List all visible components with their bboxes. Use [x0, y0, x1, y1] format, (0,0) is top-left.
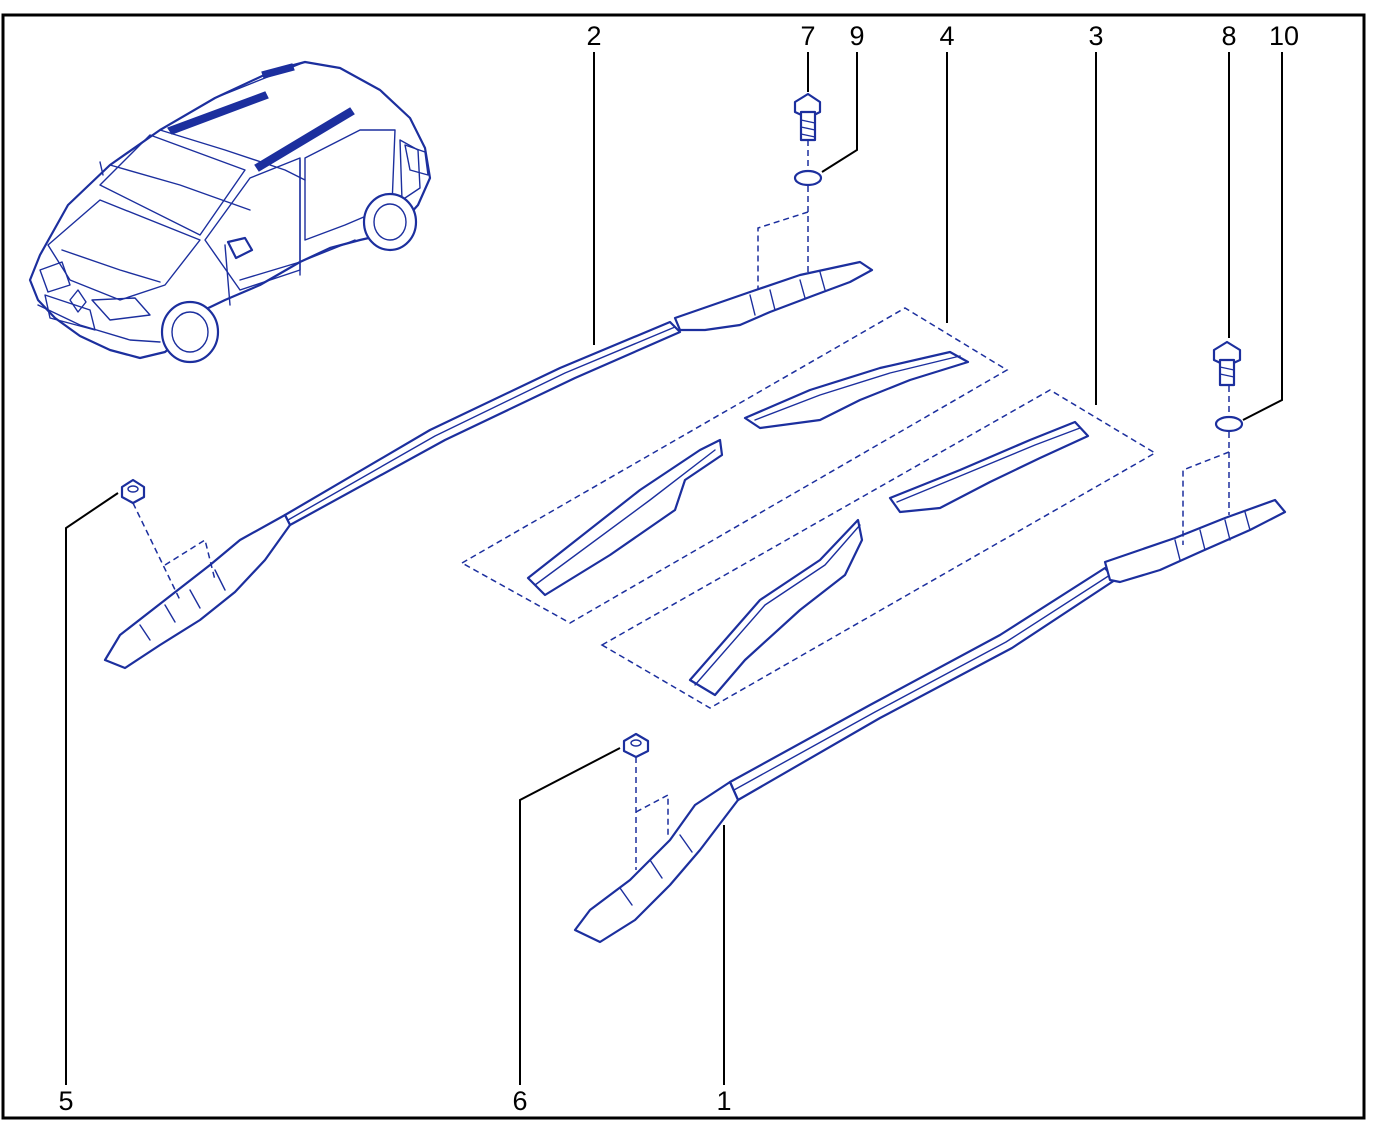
trim-cover-set-3: [600, 389, 1157, 709]
callout-1: 1: [716, 1086, 731, 1116]
callout-8: 8: [1221, 21, 1236, 51]
callout-5: 5: [58, 1086, 73, 1116]
nut-6-icon: [622, 732, 650, 759]
callout-6: 6: [512, 1086, 527, 1116]
leader-lines: [65, 52, 1283, 1085]
bolt-8-icon: [1212, 340, 1242, 387]
callout-3: 3: [1088, 21, 1103, 51]
callout-9: 9: [849, 21, 864, 51]
assembly-lines: [132, 140, 1230, 870]
bolt-7-icon: [793, 92, 822, 142]
washer-9-icon: [793, 169, 823, 187]
callout-10: 10: [1269, 21, 1299, 51]
callout-7: 7: [800, 21, 815, 51]
trim-cover-set-4: [460, 307, 1009, 624]
callout-4: 4: [939, 21, 954, 51]
callout-labels: 2 7 9 4 3 8 10 5 6 1: [58, 21, 1299, 1116]
callout-2: 2: [586, 21, 601, 51]
washer-10-icon: [1214, 415, 1244, 433]
vehicle-illustration: [28, 60, 432, 364]
nut-5-icon: [120, 478, 146, 505]
roof-rail-right: [573, 498, 1287, 944]
roof-rail-left: [103, 260, 874, 670]
diagram-frame: [1, 13, 1366, 1120]
